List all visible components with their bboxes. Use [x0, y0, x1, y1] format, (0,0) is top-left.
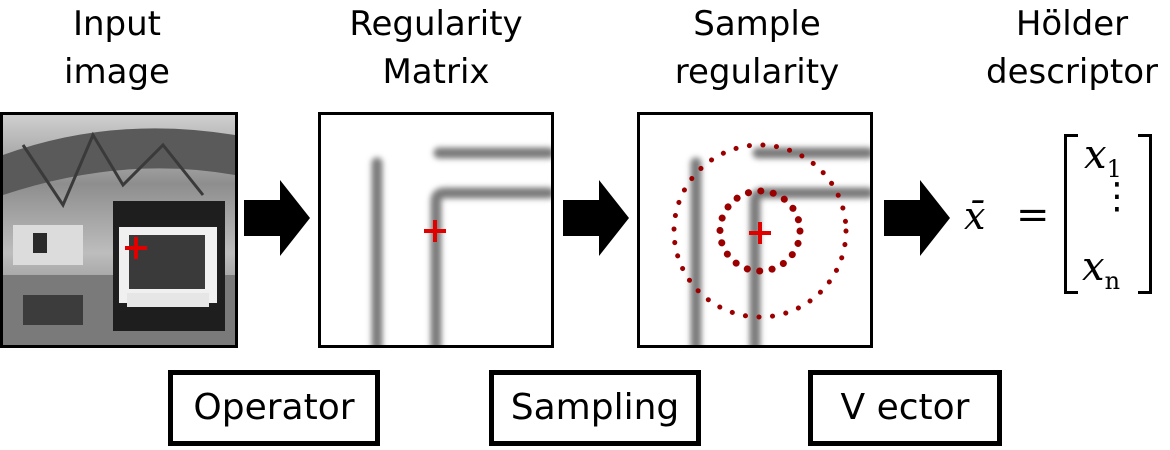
entry-subscript: n	[1104, 267, 1121, 295]
step-label: Sampling	[510, 387, 680, 428]
sample-regularity-panel	[637, 112, 873, 348]
step-label: Operator	[193, 387, 355, 428]
title-line: Input	[72, 4, 162, 44]
title-line: descriptor	[985, 52, 1159, 92]
vertical-ellipsis: ⋮	[1099, 176, 1135, 217]
vector-entry-first: x1	[1084, 132, 1122, 183]
vector-entry-last: xn	[1082, 244, 1120, 295]
outer-sampling-ring	[671, 142, 849, 320]
entry-symbol: x	[1082, 244, 1105, 290]
title-line: regularity	[674, 52, 840, 92]
title-line: Hölder	[1015, 4, 1129, 44]
right-bracket	[1138, 134, 1152, 294]
holder-descriptor-formula: x̄ = x1 ⋮ xn	[960, 130, 1168, 310]
arrow-operator-icon	[244, 180, 310, 256]
sample-regularity-title: Sample regularity	[627, 0, 887, 96]
title-line: Sample	[693, 4, 821, 44]
regularity-matrix-title: Regularity Matrix	[306, 0, 566, 96]
entry-subscript: 1	[1106, 155, 1122, 183]
title-line: Matrix	[382, 52, 490, 92]
step-label: V ector	[840, 387, 970, 428]
inner-sampling-ring	[716, 187, 804, 275]
regularity-matrix-panel	[318, 112, 554, 348]
keypoint-marker-icon	[125, 237, 147, 259]
left-bracket	[1064, 134, 1078, 294]
regularity-matrix-image	[371, 147, 551, 345]
sampling-step-box: Sampling	[489, 370, 701, 446]
vector-step-box: V ector	[808, 370, 1002, 446]
descriptor-symbol: x̄	[964, 194, 986, 238]
entry-symbol: x	[1084, 132, 1107, 178]
input-image-title: Input image	[0, 0, 247, 96]
equals-sign: =	[1016, 192, 1050, 238]
sample-regularity-image	[671, 142, 870, 345]
input-image-panel	[0, 112, 238, 348]
input-image-photo	[3, 115, 235, 345]
arrow-sampling-icon	[563, 180, 629, 256]
operator-step-box: Operator	[168, 370, 380, 446]
title-line: image	[64, 52, 170, 92]
arrow-vector-icon	[884, 180, 950, 256]
title-line: Regularity	[349, 4, 523, 44]
holder-descriptor-title: Hölder descriptor	[942, 0, 1170, 96]
